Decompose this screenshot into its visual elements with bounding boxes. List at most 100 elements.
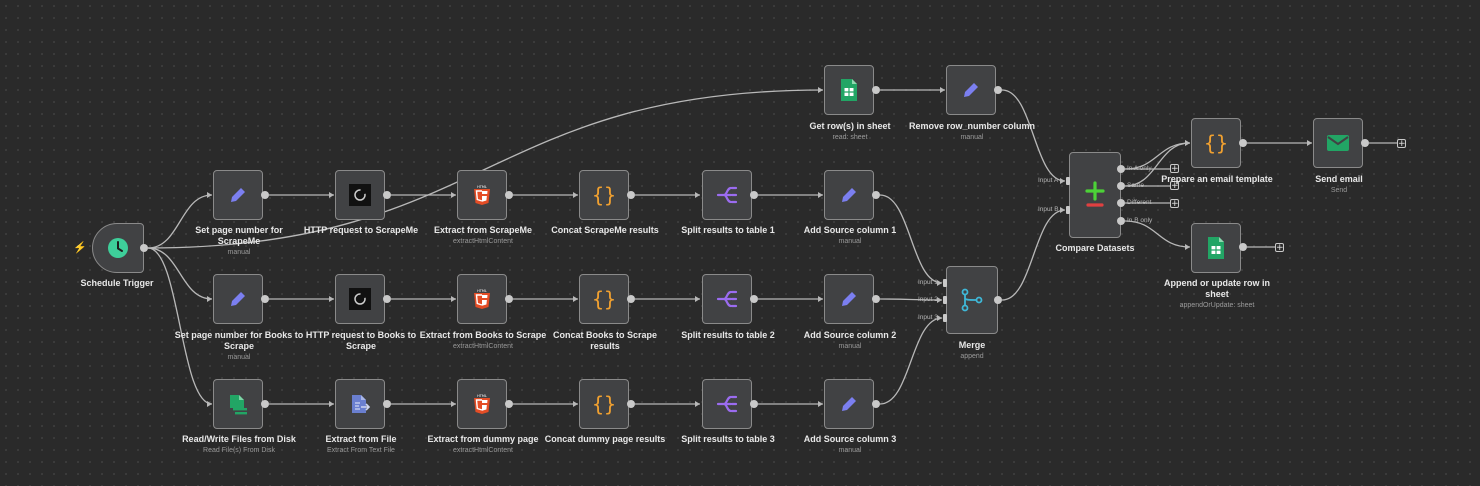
output-handle[interactable]: [750, 191, 758, 199]
node-title: Send email: [1315, 174, 1363, 184]
node-set-page-books[interactable]: [213, 274, 263, 324]
node-title: Get row(s) in sheet: [809, 121, 891, 131]
output-handle[interactable]: [261, 191, 269, 199]
node-extract-from-file[interactable]: [335, 379, 385, 429]
node-title: Set page number for ScrapeMe: [195, 225, 283, 246]
compare-out-same-handle[interactable]: [1117, 182, 1125, 190]
compare-out-a-only-handle[interactable]: [1117, 165, 1125, 173]
add-node-button-send-email[interactable]: +: [1397, 139, 1406, 149]
compare-out-b-only-label: In B only: [1127, 217, 1153, 224]
clock-icon: [108, 238, 128, 258]
node-send-email[interactable]: [1313, 118, 1363, 168]
node-schedule-trigger[interactable]: [92, 223, 144, 273]
output-handle[interactable]: [383, 295, 391, 303]
compare-input-a-handle[interactable]: [1066, 177, 1070, 185]
schedule-output-handle[interactable]: [140, 244, 148, 252]
node-concat-scrapeme[interactable]: {}: [579, 170, 629, 220]
node-read-write-files[interactable]: [213, 379, 263, 429]
output-handle[interactable]: [383, 400, 391, 408]
compare-input-b-handle[interactable]: [1066, 206, 1070, 214]
node-subtitle: appendOrUpdate: sheet: [1179, 302, 1255, 309]
output-handle[interactable]: [872, 400, 880, 408]
node-extract-books[interactable]: HTML: [457, 274, 507, 324]
svg-text:HTML: HTML: [477, 394, 487, 398]
node-http-scrapeme[interactable]: [335, 170, 385, 220]
node-split-3[interactable]: [702, 379, 752, 429]
http-books-label: HTTP request to Books to Scrape: [296, 330, 426, 352]
node-subtitle: extractHtmlContent: [453, 447, 513, 454]
add-node-button-a-only[interactable]: +: [1170, 164, 1179, 174]
html5-icon: HTML: [474, 185, 490, 205]
output-handle[interactable]: [994, 296, 1002, 304]
file-disk-icon: [230, 395, 247, 415]
node-title: Compare Datasets: [1055, 243, 1135, 253]
node-subtitle: read: sheet: [832, 134, 868, 141]
edge-arrowhead: [1060, 178, 1065, 184]
output-handle[interactable]: [505, 400, 513, 408]
pencil-icon: [964, 83, 978, 97]
compare-input-a-label: Input A: [1038, 177, 1059, 184]
output-handle[interactable]: [750, 295, 758, 303]
output-handle[interactable]: [1361, 139, 1369, 147]
edge-arrowhead: [940, 87, 945, 93]
output-handle[interactable]: [872, 295, 880, 303]
node-subtitle: Send: [1330, 187, 1348, 194]
trigger-bolt-icon: ⚡: [73, 242, 87, 254]
node-set-page-scrapeme[interactable]: [213, 170, 263, 220]
output-handle[interactable]: [872, 191, 880, 199]
output-handle[interactable]: [750, 400, 758, 408]
output-handle[interactable]: [261, 400, 269, 408]
output-handle[interactable]: [872, 86, 880, 94]
output-handle[interactable]: [627, 191, 635, 199]
pencil-icon: [842, 188, 856, 202]
add-node-button-append[interactable]: +: [1275, 243, 1284, 253]
prepare-email-label: Prepare an email template: [1152, 174, 1282, 185]
output-handle[interactable]: [505, 191, 513, 199]
connection-edge[interactable]: [147, 247, 213, 405]
node-add-source-1[interactable]: [824, 170, 874, 220]
node-extract-scrapeme[interactable]: HTML: [457, 170, 507, 220]
merge-input-3-handle[interactable]: [943, 314, 947, 322]
output-handle[interactable]: [383, 191, 391, 199]
edge-arrowhead: [451, 296, 456, 302]
node-subtitle: Extract From Text File: [327, 447, 395, 454]
node-append-update[interactable]: [1191, 223, 1241, 273]
node-title: Concat dummy page results: [544, 434, 666, 444]
connection-edge[interactable]: [1001, 209, 1066, 301]
add-node-button-different[interactable]: +: [1170, 199, 1179, 209]
node-http-books[interactable]: [335, 274, 385, 324]
add-node-button-same[interactable]: +: [1170, 181, 1179, 191]
merge-input-2-label: Input 2: [918, 296, 938, 303]
node-add-source-2[interactable]: [824, 274, 874, 324]
output-handle[interactable]: [627, 400, 635, 408]
node-extract-dummy[interactable]: HTML: [457, 379, 507, 429]
node-split-2[interactable]: [702, 274, 752, 324]
node-concat-dummy[interactable]: {}: [579, 379, 629, 429]
braces-icon: {}: [592, 393, 616, 415]
compare-out-b-only-handle[interactable]: [1117, 217, 1125, 225]
merge-input-2-handle[interactable]: [943, 296, 947, 304]
output-handle[interactable]: [261, 295, 269, 303]
output-handle[interactable]: [1239, 139, 1247, 147]
compare-out-different-handle[interactable]: [1117, 199, 1125, 207]
node-add-source-3[interactable]: [824, 379, 874, 429]
node-prepare-email[interactable]: {}: [1191, 118, 1241, 168]
output-handle[interactable]: [994, 86, 1002, 94]
html5-icon: HTML: [474, 289, 490, 309]
output-handle[interactable]: [627, 295, 635, 303]
node-remove-row-number[interactable]: [946, 65, 996, 115]
node-compare-datasets[interactable]: [1069, 152, 1121, 238]
node-get-rows[interactable]: [824, 65, 874, 115]
node-merge[interactable]: [946, 266, 998, 334]
merge-input-1-handle[interactable]: [943, 279, 947, 287]
compare-out-different-label: Different: [1127, 199, 1152, 206]
output-handle[interactable]: [1239, 243, 1247, 251]
output-handle[interactable]: [505, 295, 513, 303]
node-split-1[interactable]: [702, 170, 752, 220]
node-concat-books[interactable]: {}: [579, 274, 629, 324]
node-title: Merge: [958, 340, 986, 350]
